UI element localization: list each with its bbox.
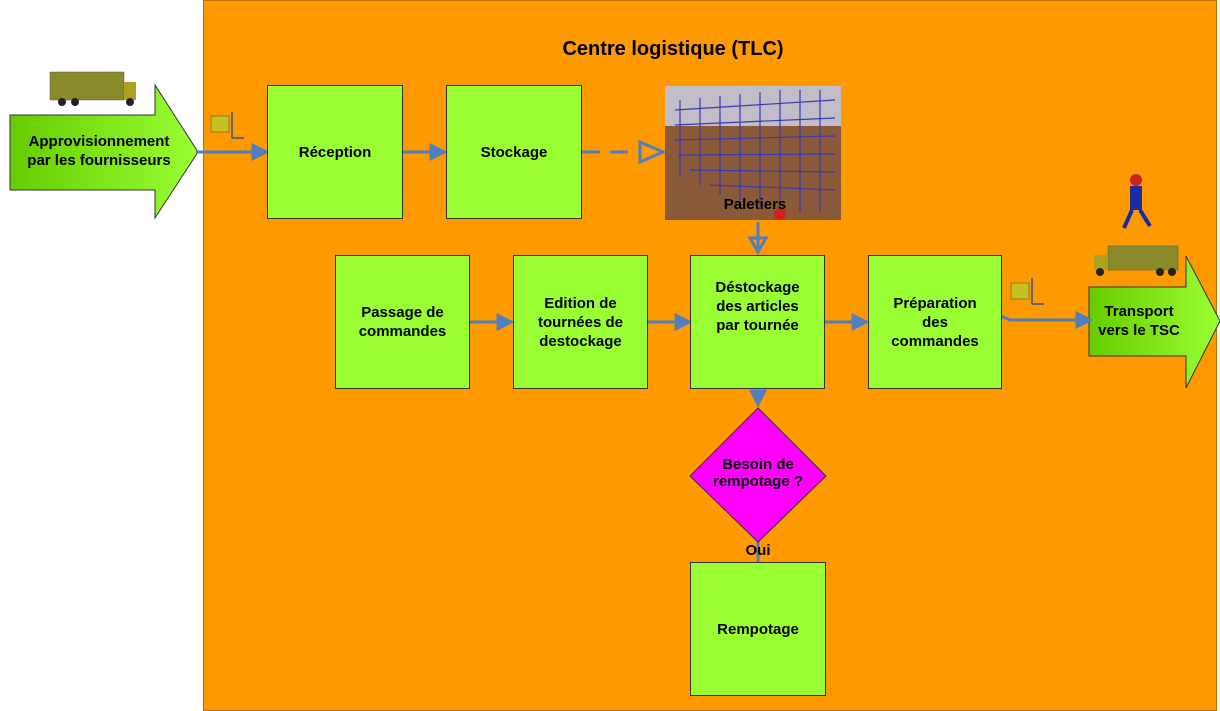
diagram-title: Centre logistique (TLC) — [562, 38, 784, 60]
decision-label: Besoin de rempotage ? — [712, 456, 803, 490]
input-big-arrow — [9, 83, 199, 220]
worker-icon — [1122, 174, 1152, 229]
process-label: Déstockage des articles par tournée — [715, 279, 800, 334]
decision-diamond — [689, 407, 827, 543]
process-reception: Réception — [267, 85, 403, 219]
paletiers-label: Paletiers — [723, 196, 787, 213]
process-label: Edition de tournées de destockage — [537, 294, 624, 350]
process-edition-tournees: Edition de tournées de destockage — [513, 255, 648, 389]
process-destockage: Déstockage des articles par tournée — [690, 255, 825, 389]
process-label: Rempotage — [717, 620, 799, 638]
yes-label: Oui — [745, 542, 771, 559]
forklift-icon — [210, 112, 244, 139]
process-passage-commandes: Passage de commandes — [335, 255, 470, 389]
process-label: Préparation des commandes — [891, 294, 979, 350]
input-arrow-label: Approvisionnement par les fournisseurs — [27, 133, 171, 169]
output-arrow-label: Transport vers le TSC — [1098, 303, 1180, 339]
storage-racks-image — [665, 86, 841, 220]
process-preparation: Préparation des commandes — [868, 255, 1002, 389]
process-label: Réception — [298, 143, 372, 161]
process-stockage: Stockage — [446, 85, 582, 219]
truck-icon — [1094, 245, 1179, 276]
forklift-icon — [1010, 278, 1044, 305]
process-rempotage: Rempotage — [690, 562, 826, 696]
output-big-arrow — [1088, 255, 1220, 389]
process-label: Passage de commandes — [358, 304, 447, 340]
truck-icon — [49, 71, 136, 106]
arrow-preparation-to-output — [1000, 311, 1094, 329]
process-label: Stockage — [480, 143, 548, 161]
